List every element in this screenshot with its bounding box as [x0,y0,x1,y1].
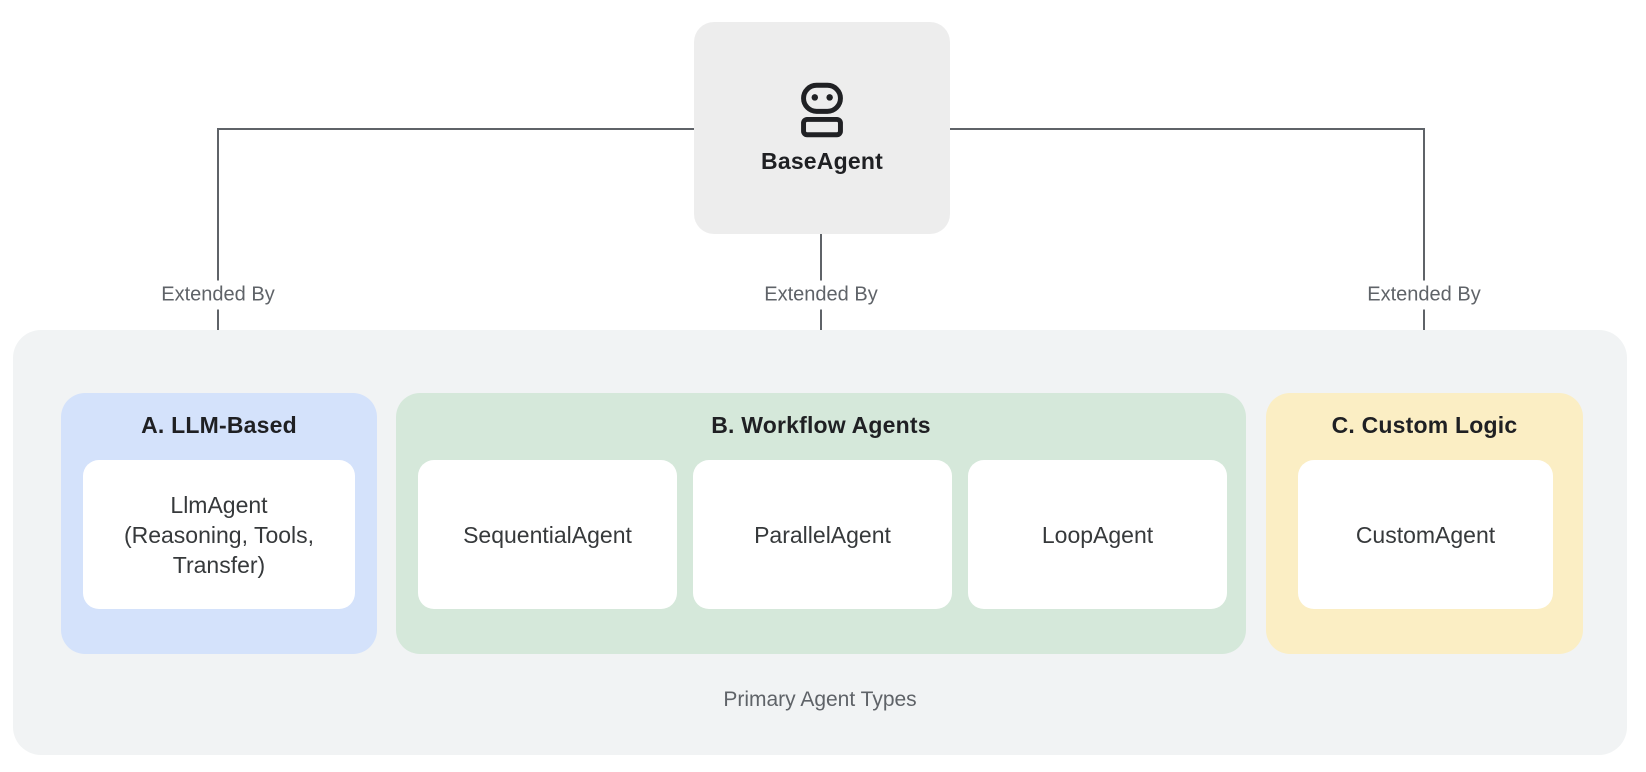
agent-card-parallelagent: ParallelAgent [693,460,952,609]
section-custom-title: C. Custom Logic [1331,412,1518,438]
section-llm-based: A. LLM-Based LlmAgent (Reasoning, Tools,… [61,393,377,654]
agent-card-llmagent: LlmAgent (Reasoning, Tools, Transfer) [83,460,355,609]
section-llm-title: A. LLM-Based [141,412,297,438]
agent-card-customagent: CustomAgent [1298,460,1553,609]
container-caption: Primary Agent Types [723,688,917,711]
section-workflow-agents: B. Workflow Agents SequentialAgent Paral… [396,393,1246,654]
base-agent-node: BaseAgent [694,22,950,234]
primary-agent-types-container: A. LLM-Based LlmAgent (Reasoning, Tools,… [13,330,1627,755]
agent-card-sequentialagent: SequentialAgent [418,460,677,609]
robot-icon [801,82,843,137]
connector-right-line [1423,128,1425,378]
connector-left-line [217,128,219,378]
edge-label-middle: Extended By [756,280,886,310]
edge-label-right: Extended By [1359,280,1489,310]
agent-card-loopagent: LoopAgent [968,460,1227,609]
section-custom-logic: C. Custom Logic CustomAgent [1266,393,1583,654]
base-agent-label: BaseAgent [761,147,883,174]
edge-label-left: Extended By [153,280,283,310]
section-workflow-title: B. Workflow Agents [711,412,931,438]
